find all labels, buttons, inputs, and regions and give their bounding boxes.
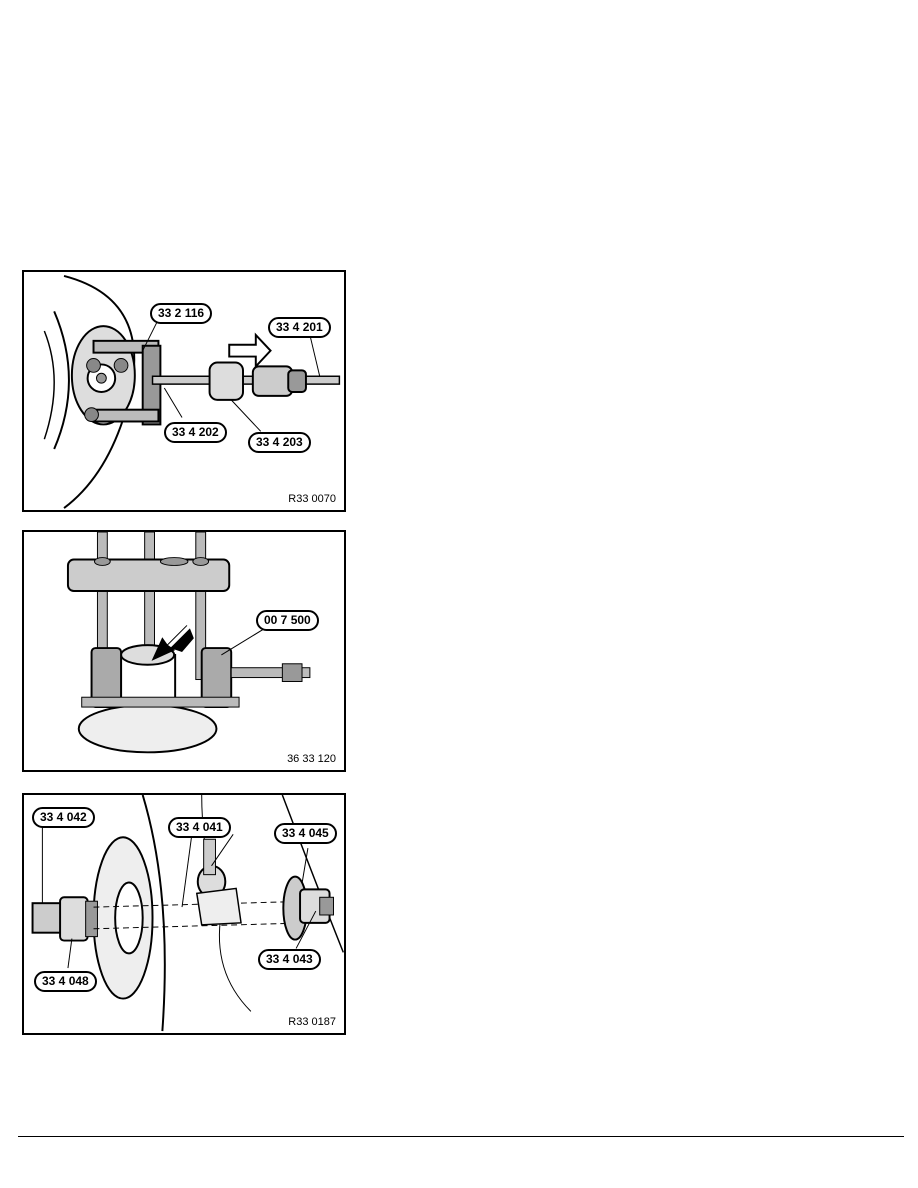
part-label: 33 4 041 xyxy=(168,817,231,838)
part-label: 33 4 042 xyxy=(32,807,95,828)
figure-reference: R33 0070 xyxy=(288,493,336,505)
part-label: 33 4 202 xyxy=(164,422,227,443)
figure-hub-puller: 33 2 116 33 4 201 33 4 202 33 4 203 R33 … xyxy=(22,270,346,512)
part-label: 33 4 045 xyxy=(274,823,337,844)
part-label: 00 7 500 xyxy=(256,610,319,631)
part-label: 33 4 043 xyxy=(258,949,321,970)
bearing-puller-illustration xyxy=(66,532,311,754)
figure-bearing-puller: 00 7 500 36 33 120 xyxy=(22,530,346,772)
figure-reference: 36 33 120 xyxy=(287,753,336,765)
hub-installation-illustration xyxy=(31,795,344,1032)
figure-reference: R33 0187 xyxy=(288,1016,336,1028)
part-label: 33 4 048 xyxy=(34,971,97,992)
footer-divider xyxy=(18,1136,904,1137)
hub-puller-illustration xyxy=(43,274,341,509)
figure-hub-installation: 33 4 042 33 4 041 33 4 045 33 4 048 33 4… xyxy=(22,793,346,1035)
part-label: 33 4 203 xyxy=(248,432,311,453)
part-label: 33 4 201 xyxy=(268,317,331,338)
part-label: 33 2 116 xyxy=(150,303,213,324)
